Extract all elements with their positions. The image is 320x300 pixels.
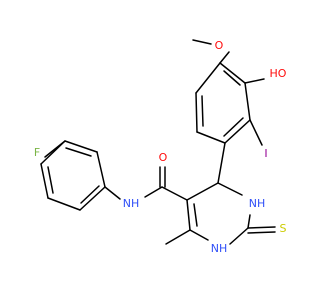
bond-c6-c5-dbl — [193, 203, 198, 227]
bond-ring-f-dbl-3 — [80, 185, 100, 204]
bond-ring-top-5 — [195, 92, 198, 133]
bond-ring-top-dbl-3 — [201, 95, 204, 127]
bond-c6-c5 — [186, 199, 191, 231]
bond-c6-methyl — [165, 229, 191, 245]
ring-nh-top-label: NH — [249, 197, 266, 210]
bond-ring-iodine — [249, 119, 263, 146]
bond-ring-top-dbl-2 — [223, 117, 244, 137]
fluorine-label: F — [34, 146, 40, 159]
bond-o-ring — [219, 51, 230, 64]
bond-n3-c2 — [247, 214, 251, 229]
iodine-label: I — [264, 147, 267, 160]
bonds — [40, 39, 276, 245]
bond-ring-f-4 — [40, 163, 49, 199]
bond-ring-top-3 — [224, 119, 251, 144]
bond-carbonyl-nh — [144, 186, 163, 198]
bond-c4-n3 — [217, 182, 243, 196]
bond-ring-top-6 — [195, 62, 221, 94]
bond-ring-top-dbl-1 — [223, 70, 241, 86]
bond-ring-f-dbl-2 — [47, 166, 54, 194]
methoxy-oxygen-label: O — [215, 39, 224, 52]
bond-ring-f-2 — [64, 140, 98, 153]
bond-ring-top-1 — [219, 62, 246, 84]
bond-c2-s-1 — [247, 226, 276, 229]
bond-aryl-c4 — [217, 142, 226, 184]
canvas-background — [0, 0, 300, 300]
bond-ring-ho — [244, 78, 265, 84]
amide-nh-label: NH — [123, 197, 140, 210]
hydroxyl-label: HO — [270, 67, 287, 80]
bond-nh-aryl — [104, 186, 121, 200]
bond-methoxy-ch3-o — [192, 39, 212, 45]
molecule-structure: O HO I F O NH NH NH S — [0, 0, 300, 300]
bond-c5-carbonyl — [161, 186, 188, 201]
bond-ring-f-5 — [47, 197, 81, 211]
bond-c2-s-2 — [247, 231, 276, 234]
bond-n1-c6 — [189, 229, 209, 241]
bond-ring-f-6 — [79, 186, 106, 211]
bond-ring-top-2 — [244, 82, 251, 121]
thione-sulfur-label: S — [280, 222, 287, 235]
bond-c2-n1 — [229, 227, 249, 245]
bond-ring-fluorine — [44, 140, 66, 158]
bond-ring-top-4 — [196, 131, 226, 144]
carbonyl-oxygen-label: O — [159, 151, 168, 164]
bond-ring-f-1 — [96, 151, 106, 188]
ring-nh-bottom-label: NH — [211, 242, 228, 255]
bond-c5-c4 — [186, 182, 219, 201]
atom-labels: O HO I F O NH NH NH S — [34, 39, 287, 255]
bond-ring-f-dbl-1 — [65, 147, 92, 157]
